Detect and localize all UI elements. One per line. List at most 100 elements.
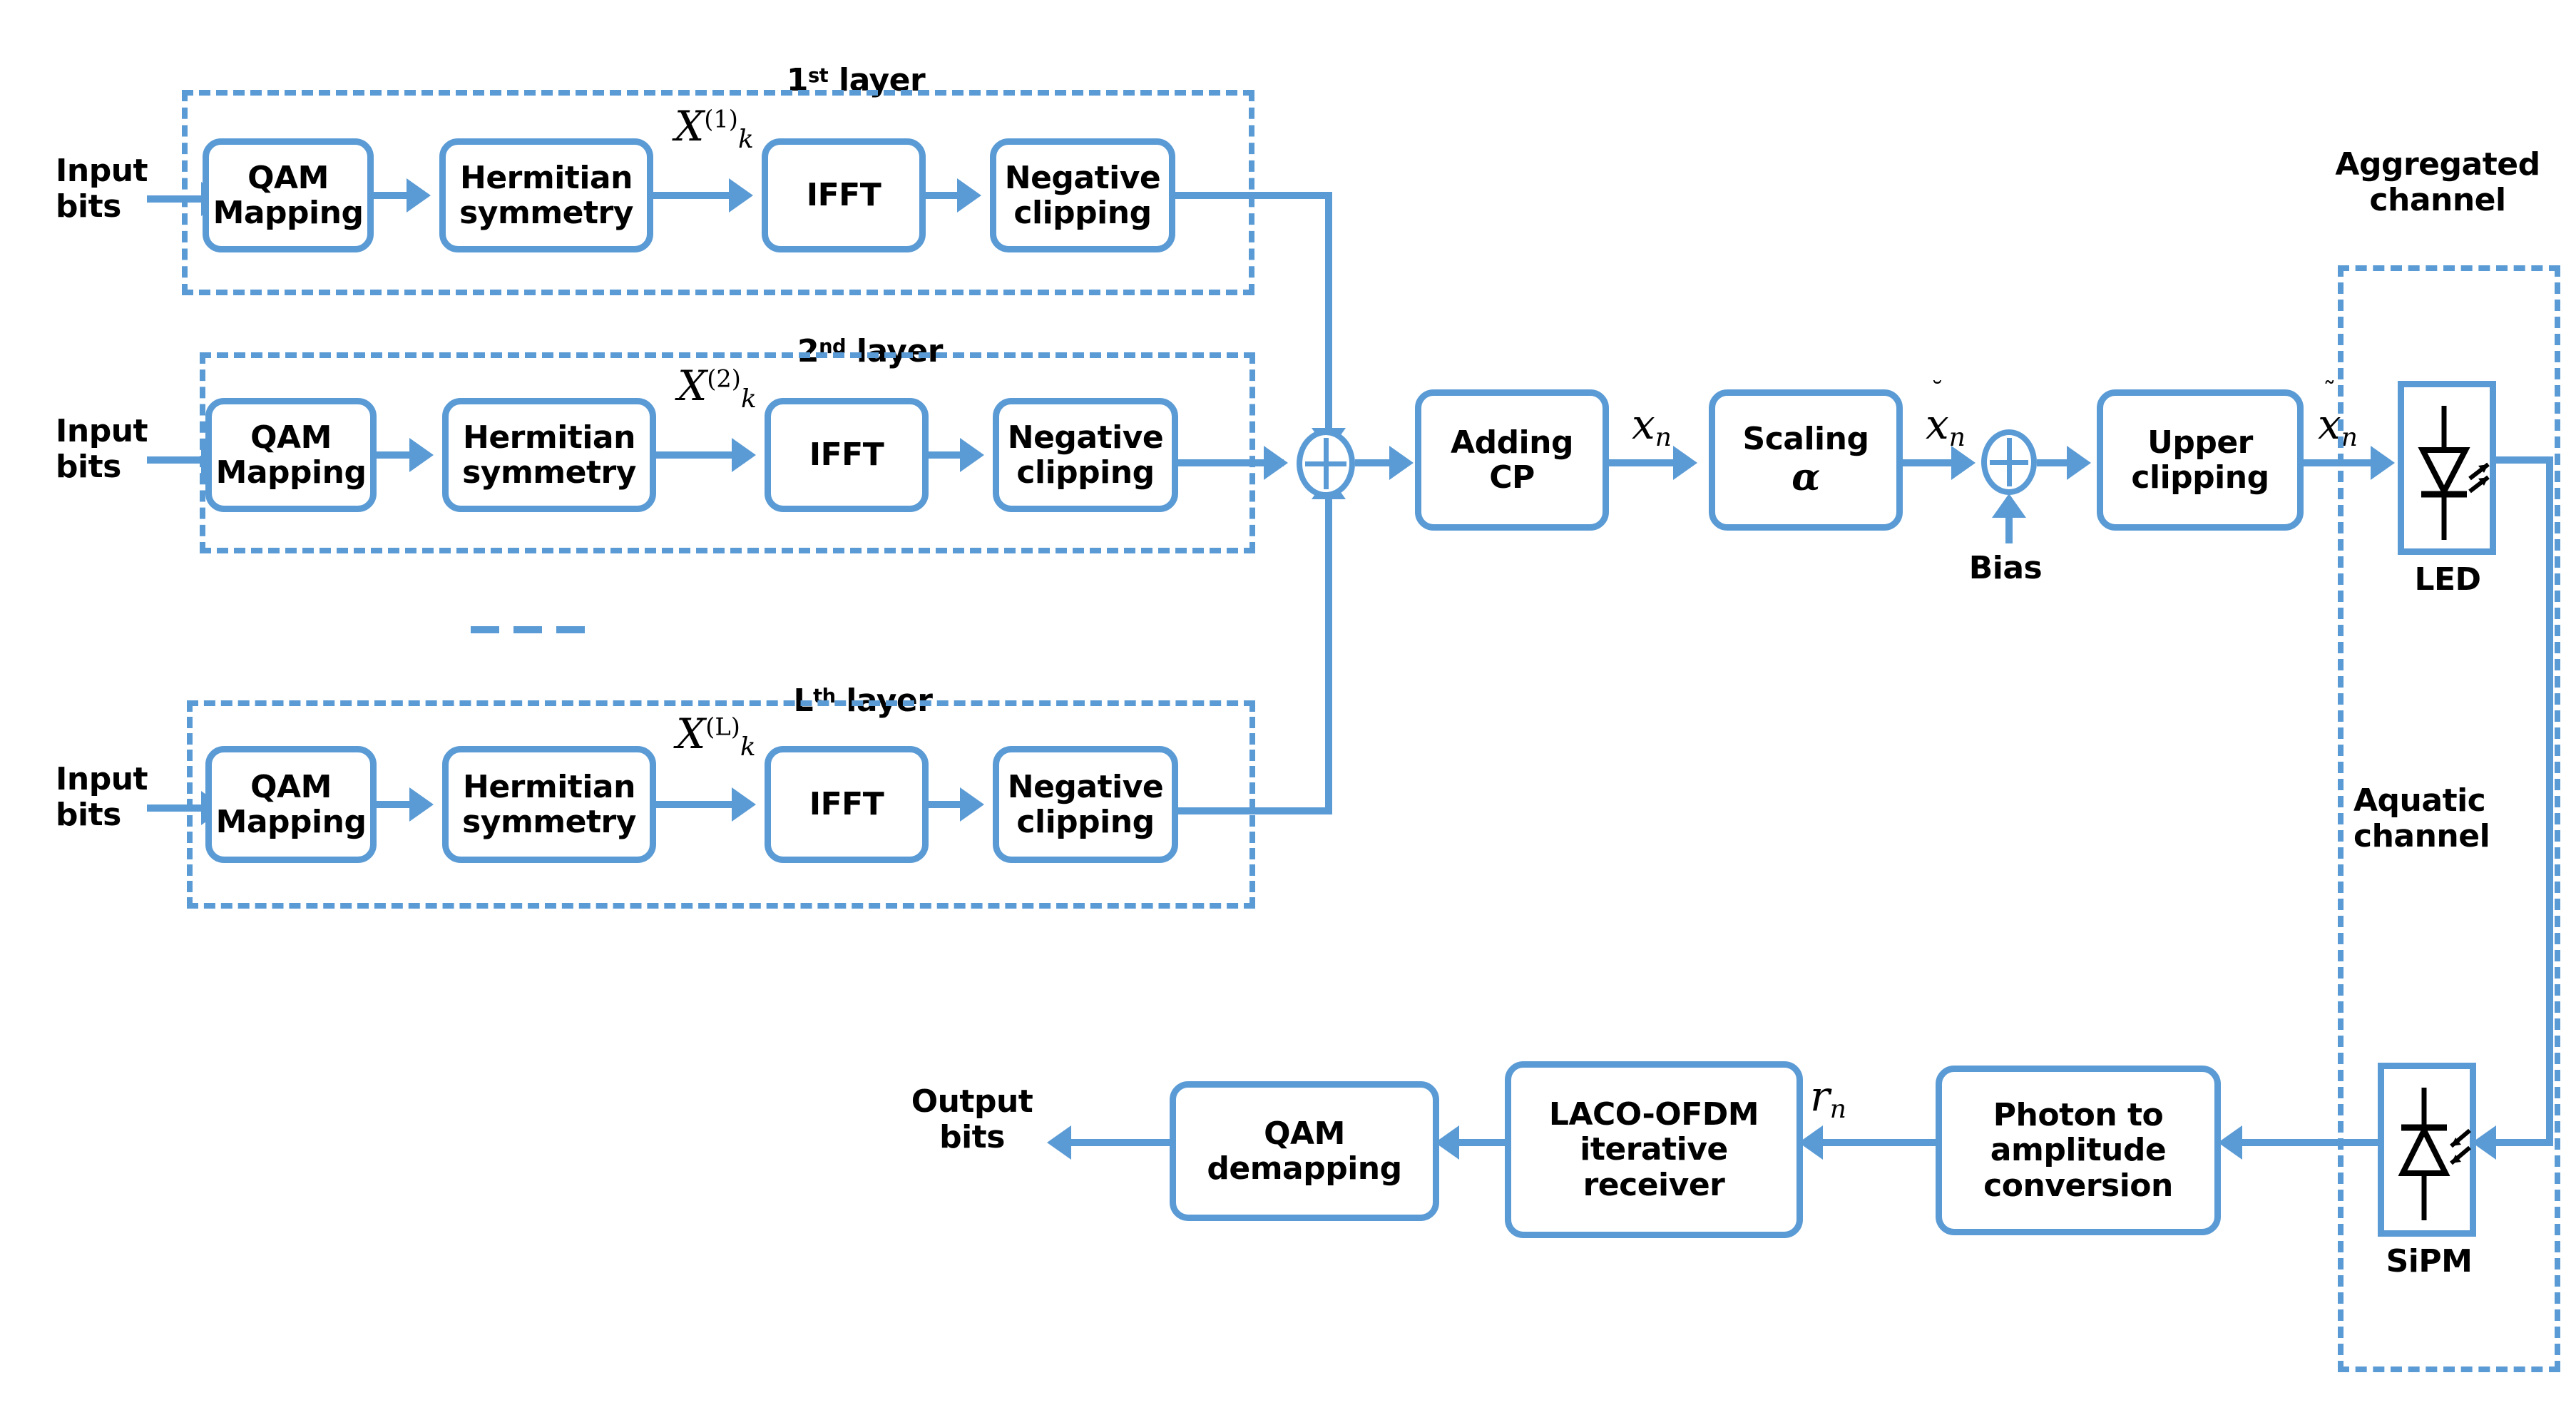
summing-junction [1297, 429, 1355, 498]
layer-2-block-negative-clipping[interactable]: Negative clipping [993, 398, 1178, 512]
layer-L-wire-qam-herm [377, 801, 412, 808]
block-adding-cp[interactable]: Adding CP [1415, 389, 1609, 531]
layer-1-title: 1st layer [706, 27, 1006, 98]
scaling-line2: α [1792, 455, 1820, 499]
layer-2-block-ifft[interactable]: IFFT [765, 398, 929, 512]
adding-cp-line2: CP [1489, 459, 1535, 496]
block-laco-ofdm-iterative-receiver[interactable]: LACO-OFDM iterative receiver [1505, 1061, 1803, 1238]
led-diode-icon [2418, 406, 2490, 540]
scaling-to-biasadder-arrow-icon [1951, 446, 1976, 480]
layer-2-arrow-herm-ifft-icon [732, 438, 756, 472]
channel-to-sipm-wire [2493, 1139, 2553, 1146]
laco-line2: iterative [1580, 1131, 1728, 1168]
layer-2-neg-line2: clipping [1016, 454, 1155, 491]
demapping-line2: demapping [1207, 1150, 1402, 1187]
layer-L-arrow-ifft-neg-icon [960, 787, 984, 822]
layer-2-arrow-ifft-neg-icon [960, 438, 984, 472]
layer-2-block-hermitian-symmetry[interactable]: Hermitian symmetry [442, 398, 656, 512]
aggregated-channel-label: Aggregated channel [2335, 146, 2540, 219]
bias-summing-junction [1981, 429, 2037, 495]
layer-1-qam-line1: QAM [247, 159, 329, 196]
layer-1-arrow-ifft-neg-icon [957, 178, 981, 213]
layer-1-wire-ifft-neg [926, 192, 960, 199]
channel-down-wire [2546, 456, 2553, 1143]
photodiode-icon [2398, 1088, 2471, 1220]
layer-1-block-qam-mapping[interactable]: QAM Mapping [203, 138, 374, 252]
sipm-to-photon-arrow-icon [2218, 1125, 2242, 1160]
layer-1-herm-line1: Hermitian [460, 159, 633, 196]
demapping-to-output-wire [1070, 1139, 1175, 1146]
block-scaling[interactable]: Scaling α [1709, 389, 1903, 531]
bias-input-wire [2005, 499, 2013, 543]
layer-1-block-hermitian-symmetry[interactable]: Hermitian symmetry [439, 138, 653, 252]
adder-to-cp-wire [1355, 459, 1392, 466]
layer-1-title-ord: st [807, 65, 829, 88]
block-photon-to-amplitude[interactable]: Photon to amplitude conversion [1936, 1066, 2221, 1235]
biasadder-to-upperclip-arrow-icon [2067, 446, 2091, 480]
layer-L-ifft-line1: IFFT [809, 786, 884, 823]
layer-1-output-wire [1175, 192, 1332, 199]
layer-2-qam-line2: Mapping [215, 454, 367, 491]
layer-2-herm-line1: Hermitian [463, 419, 635, 456]
layer-L-input-label: Input bits [56, 761, 148, 834]
aggregated-channel-frame [2338, 265, 2560, 1372]
layer-2-title: 2nd layer [720, 298, 1020, 369]
photon-line1: Photon to [1993, 1097, 2164, 1134]
cp-to-scaling-wire [1609, 459, 1677, 466]
photon-to-receiver-wire [1820, 1139, 1937, 1146]
layers-ellipsis-dash-3 [556, 626, 585, 633]
layer-L-arrow-herm-ifft-icon [732, 787, 756, 822]
layer-L-qam-line1: QAM [250, 768, 332, 805]
layer-2-neg-line1: Negative [1007, 419, 1164, 456]
layer-2-title-tail: layer [846, 333, 944, 370]
sipm-device-box [2378, 1063, 2476, 1237]
layer-2-herm-line2: symmetry [462, 454, 636, 491]
layer-L-arrow-qam-herm-icon [409, 787, 434, 822]
layer-2-input-label: Input bits [56, 413, 148, 486]
layer-L-block-negative-clipping[interactable]: Negative clipping [993, 746, 1178, 863]
layer-L-input-wire [147, 804, 204, 812]
layer-L-herm-line2: symmetry [462, 804, 636, 840]
upper-clipping-line1: Upper [2147, 424, 2253, 461]
photon-line3: conversion [1983, 1167, 2173, 1204]
block-qam-demapping[interactable]: QAM demapping [1170, 1081, 1439, 1221]
layer-1-wire-herm-ifft [653, 192, 732, 199]
laco-line1: LACO-OFDM [1548, 1096, 1759, 1133]
layer-1-block-negative-clipping[interactable]: Negative clipping [990, 138, 1175, 252]
receiver-to-demapping-wire [1458, 1139, 1508, 1146]
output-bits-label: Output bits [911, 1083, 1033, 1156]
layer-1-arrow-herm-ifft-icon [729, 178, 753, 213]
output-arrow-icon [1047, 1125, 1071, 1160]
layer-1-herm-line2: symmetry [459, 195, 633, 231]
layer-L-herm-line1: Hermitian [463, 768, 635, 805]
layer-2-output-arrow-icon [1264, 446, 1288, 480]
block-upper-clipping[interactable]: Upper clipping [2097, 389, 2304, 531]
layer-2-output-wire [1178, 459, 1284, 466]
laco-line3: receiver [1583, 1166, 1725, 1203]
layer-2-signal-label: X(2)k [678, 362, 757, 414]
led-device-box [2398, 381, 2496, 555]
adding-cp-line1: Adding [1451, 424, 1573, 461]
layer-L-block-ifft[interactable]: IFFT [765, 746, 929, 863]
sipm-to-photon-wire [2239, 1139, 2379, 1146]
layers-ellipsis-dash-2 [513, 626, 542, 633]
layer-1-signal-label: X(1)k [675, 102, 754, 155]
layer-L-wire-herm-ifft [656, 801, 735, 808]
layer-2-ifft-line1: IFFT [809, 436, 884, 474]
layer-L-block-hermitian-symmetry[interactable]: Hermitian symmetry [442, 746, 656, 863]
layer-2-input-wire [147, 456, 204, 464]
layer-1-arrow-qam-herm-icon [407, 178, 431, 213]
layer-L-block-qam-mapping[interactable]: QAM Mapping [205, 746, 377, 863]
layer-2-wire-ifft-neg [929, 451, 963, 459]
layer-1-block-ifft[interactable]: IFFT [762, 138, 926, 252]
layer-1-output-drop-wire [1325, 192, 1332, 449]
layer-2-block-qam-mapping[interactable]: QAM Mapping [205, 398, 377, 512]
layer-1-neg-line2: clipping [1013, 195, 1152, 231]
upperclip-to-led-arrow-icon [2371, 446, 2395, 480]
layer-2-wire-qam-herm [377, 451, 412, 459]
led-output-wire [2496, 456, 2553, 464]
layer-2-wire-herm-ifft [656, 451, 735, 459]
scaling-to-biasadder-wire [1903, 459, 1956, 466]
signal-xbreve-n-label: ˘xn [1926, 377, 1966, 453]
